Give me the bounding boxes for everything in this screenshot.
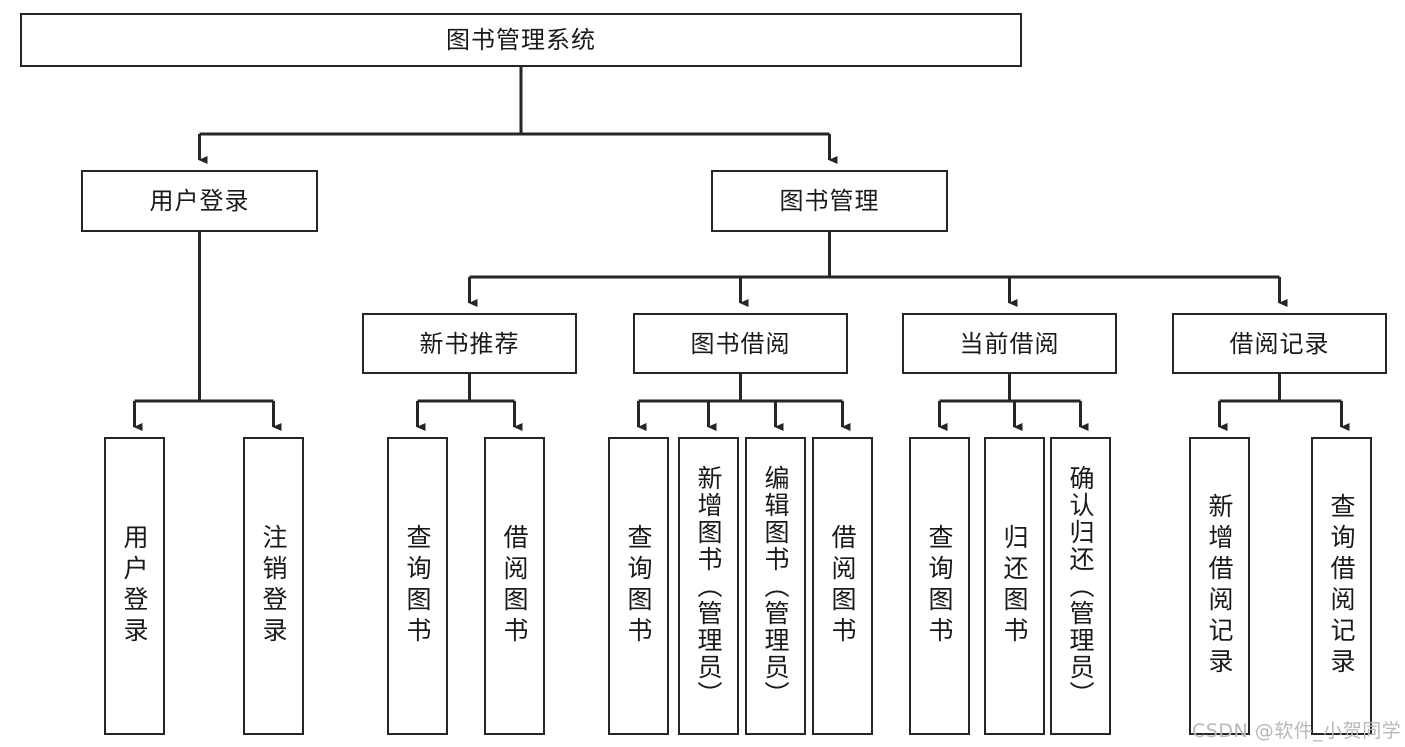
node-leaf-query-record[interactable]: 查询借阅记录 xyxy=(1311,437,1372,735)
node-leaf-query-book-2[interactable]: 查询图书 xyxy=(608,437,669,735)
node-label: 确认归还（管理员） xyxy=(1066,464,1095,708)
node-label: 查询图书 xyxy=(403,524,432,648)
node-label: 用户登录 xyxy=(120,524,149,648)
node-label: 查询借阅记录 xyxy=(1327,493,1356,679)
node-new-book-rec[interactable]: 新书推荐 xyxy=(362,313,577,374)
node-label: 借阅记录 xyxy=(1229,329,1330,358)
node-leaf-return-book[interactable]: 归还图书 xyxy=(984,437,1045,735)
csdn-watermark: CSDN @软件_小贺同学 xyxy=(1192,720,1402,742)
node-borrow-record[interactable]: 借阅记录 xyxy=(1172,313,1387,374)
node-leaf-edit-book[interactable]: 编辑图书（管理员） xyxy=(745,437,806,735)
node-leaf-query-book-1[interactable]: 查询图书 xyxy=(387,437,448,735)
node-label: 当前借阅 xyxy=(959,329,1060,358)
node-label: 新增借阅记录 xyxy=(1205,493,1234,679)
node-leaf-confirm-return[interactable]: 确认归还（管理员） xyxy=(1050,437,1111,735)
node-label: 图书管理系统 xyxy=(446,26,596,54)
node-book-manage[interactable]: 图书管理 xyxy=(711,170,948,232)
node-label: 图书管理 xyxy=(779,187,880,215)
node-label: 新书推荐 xyxy=(419,329,520,358)
node-label: 查询图书 xyxy=(624,524,653,648)
node-book-borrow[interactable]: 图书借阅 xyxy=(633,313,848,374)
node-label: 归还图书 xyxy=(1000,524,1029,648)
node-leaf-user-login[interactable]: 用户登录 xyxy=(104,437,165,735)
node-user-login[interactable]: 用户登录 xyxy=(81,170,318,232)
node-leaf-borrow-book-1[interactable]: 借阅图书 xyxy=(484,437,545,735)
node-root[interactable]: 图书管理系统 xyxy=(20,13,1022,67)
node-leaf-add-book[interactable]: 新增图书（管理员） xyxy=(678,437,739,735)
node-label: 查询图书 xyxy=(925,524,954,648)
node-label: 注销登录 xyxy=(259,524,288,648)
node-label: 用户登录 xyxy=(149,187,250,215)
node-leaf-query-book-3[interactable]: 查询图书 xyxy=(909,437,970,735)
node-label: 编辑图书（管理员） xyxy=(761,464,790,708)
node-leaf-borrow-book-2[interactable]: 借阅图书 xyxy=(812,437,873,735)
node-leaf-user-logout[interactable]: 注销登录 xyxy=(243,437,304,735)
node-label: 借阅图书 xyxy=(500,524,529,648)
node-label: 借阅图书 xyxy=(828,524,857,648)
node-label: 图书借阅 xyxy=(690,329,791,358)
node-label: 新增图书（管理员） xyxy=(694,464,723,708)
node-current-borrow[interactable]: 当前借阅 xyxy=(902,313,1117,374)
node-leaf-add-record[interactable]: 新增借阅记录 xyxy=(1189,437,1250,735)
